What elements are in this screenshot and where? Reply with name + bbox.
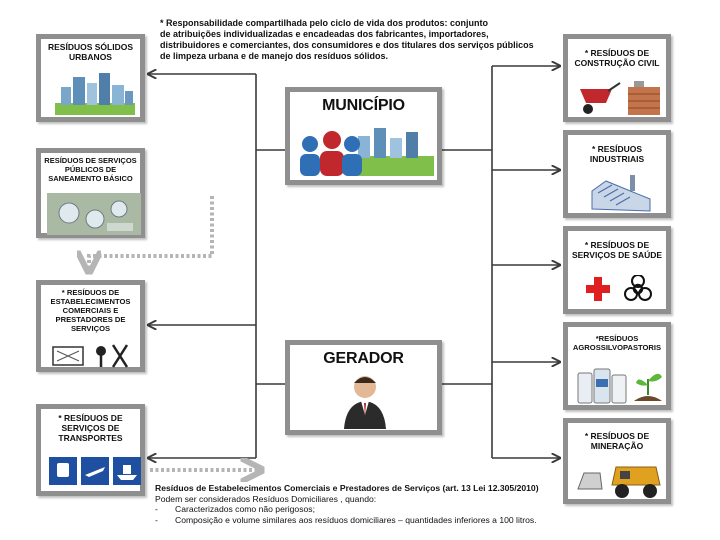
legal-item-2-text: Composição e volume similares aos resídu… [175,514,537,525]
municipio-title: MUNICÍPIO [322,97,405,114]
box-estabelecimentos-comerciais: * RESÍDUOS DE ESTABELECIMENTOS COMERCIAI… [36,280,145,372]
factory-icon [591,175,651,212]
commerce-waste-icon [52,344,129,368]
legal-bullet: - [155,504,158,514]
treatment-plant-icon [47,193,141,235]
legal-item-2: - Composição e volume similares aos resí… [155,515,575,526]
label-estabelecimentos-comerciais: * RESÍDUOS DE ESTABELECIMENTOS COMERCIAI… [50,288,131,333]
box-servicos-saude: * RESÍDUOS DE SERVIÇOS DE SAÚDE [563,226,671,314]
note-line-4: de limpeza urbana e de manejo dos resídu… [160,51,389,61]
box-municipio: MUNICÍPIO [285,87,442,185]
people-city-icon [300,128,434,176]
label-mineracao: * RESÍDUOS DE MINERAÇÃO [584,431,650,451]
box-construcao-civil: * RESÍDUOS DE CONSTRUÇÃO CIVIL [563,34,671,122]
label-servicos-saude: * RESÍDUOS DE SERVIÇOS DE SAÚDE [571,240,663,260]
label-residuos-urbanos: RESÍDUOS SÓLIDOS URBANOS [47,42,133,62]
box-agrossilvopastoris: *RESÍDUOS AGROSSILVOPASTORIS [563,322,671,410]
legal-bullet: - [155,514,158,525]
box-mineracao: * RESÍDUOS DE MINERAÇÃO [563,418,671,504]
note-line-2: de atribuições individualizadas e encade… [160,29,489,39]
note-line-1: * Responsabilidade compartilhada pelo ci… [160,18,489,28]
legal-subtitle: Podem ser considerados Resíduos Domicili… [155,493,377,504]
health-biohazard-icon [586,275,652,301]
wheelbarrow-bricks-icon [580,81,660,115]
label-agrossilvopastoris: *RESÍDUOS AGROSSILVOPASTORIS [572,334,662,352]
mining-truck-icon [577,466,661,498]
label-saneamento-basico: RESÍDUOS DE SERVIÇOS PÚBLICOS DE SANEAME… [44,156,137,183]
box-residuos-industriais: * RESÍDUOS INDUSTRIAIS [563,130,671,218]
city-buildings-icon [55,73,135,115]
label-residuos-industriais: * RESÍDUOS INDUSTRIAIS [589,144,645,164]
legal-title: Resíduos de Estabelecimentos Comerciais … [155,483,539,493]
legal-text-block: Resíduos de Estabelecimentos Comerciais … [155,483,575,525]
legal-item-1: - Caracterizados como não perigosos; [155,504,575,515]
box-residuos-urbanos: RESÍDUOS SÓLIDOS URBANOS [36,34,145,122]
dotted-arrow-to-comerciais [89,196,214,272]
transport-icons [49,457,141,485]
agro-chemicals-plant-icon [577,368,662,404]
note-line-3: distribuidores e comerciantes, dos consu… [160,40,534,50]
box-saneamento-basico: RESÍDUOS DE SERVIÇOS PÚBLICOS DE SANEAME… [36,148,145,238]
box-gerador: GERADOR [285,340,442,435]
box-servicos-transportes: * RESÍDUOS DE SERVIÇOS DE TRANSPORTES [36,404,145,496]
businessman-icon [344,376,386,429]
responsibility-note: * Responsabilidade compartilhada pelo ci… [160,18,560,62]
legal-item-1-text: Caracterizados como não perigosos; [175,504,315,514]
label-construcao-civil: * RESÍDUOS DE CONSTRUÇÃO CIVIL [574,48,660,68]
gerador-title: GERADOR [323,350,404,367]
label-servicos-transportes: * RESÍDUOS DE SERVIÇOS DE TRANSPORTES [58,413,123,443]
